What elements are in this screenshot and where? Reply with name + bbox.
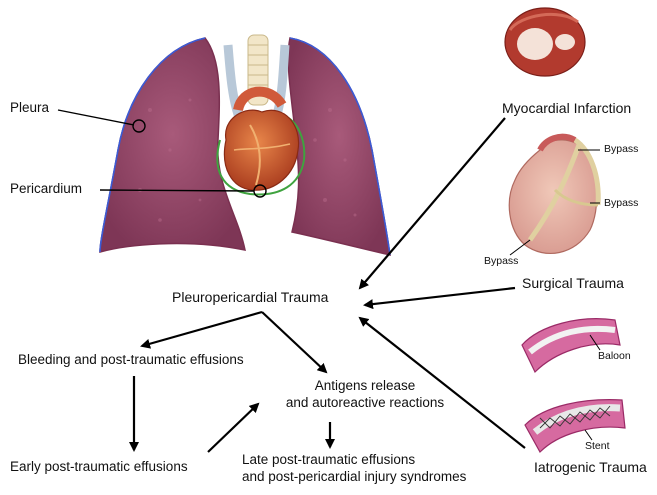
pleura-label: Pleura bbox=[10, 100, 49, 117]
antigens-line-2: and autoreactive reactions bbox=[260, 395, 470, 412]
left-lung bbox=[100, 38, 245, 252]
infarction-heart-section bbox=[505, 8, 585, 76]
trachea-and-vessels bbox=[228, 35, 285, 120]
bypass-label-3: Bypass bbox=[484, 255, 518, 268]
baloon-label: Baloon bbox=[598, 350, 631, 363]
arrow-early-to-antigens bbox=[208, 404, 258, 452]
pleuropericardial-trauma-label: Pleuropericardial Trauma bbox=[172, 289, 328, 307]
arrow-trauma-to-bleeding bbox=[142, 312, 262, 346]
late-effusions-label: Late post-traumatic effusions and post-p… bbox=[242, 452, 466, 486]
surgical-trauma-label: Surgical Trauma bbox=[522, 275, 624, 293]
antigens-line-1: Antigens release bbox=[260, 378, 470, 395]
bleeding-label: Bleeding and post-traumatic effusions bbox=[18, 352, 244, 369]
myocardial-infarction-label: Myocardial Infarction bbox=[502, 100, 631, 118]
bypass-heart bbox=[509, 137, 598, 254]
stent-label: Stent bbox=[585, 440, 610, 453]
early-effusions-label: Early post-traumatic effusions bbox=[10, 459, 188, 476]
stent-vessel bbox=[525, 400, 625, 452]
iatrogenic-trauma-label: Iatrogenic Trauma bbox=[534, 459, 647, 477]
arrow-trauma-to-antigens bbox=[262, 312, 326, 372]
heart-illustration bbox=[217, 110, 304, 194]
pericardium-label: Pericardium bbox=[10, 181, 82, 198]
balloon-vessel bbox=[522, 319, 620, 372]
bypass-label-1: Bypass bbox=[604, 143, 638, 156]
antigens-label: Antigens release and autoreactive reacti… bbox=[260, 378, 470, 412]
late-line-2: and post-pericardial injury syndromes bbox=[242, 469, 466, 486]
bypass-label-2: Bypass bbox=[604, 197, 638, 210]
arrow-surgical-to-trauma bbox=[365, 288, 515, 305]
late-line-1: Late post-traumatic effusions bbox=[242, 452, 466, 469]
